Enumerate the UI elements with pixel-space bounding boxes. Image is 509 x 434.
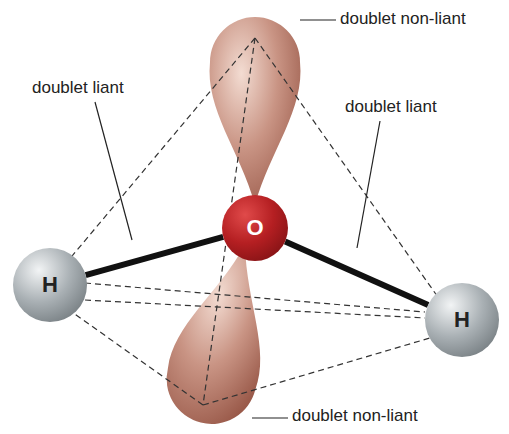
lone-pair-label: doublet non-liant (290, 406, 420, 426)
leader-lines (95, 20, 380, 418)
atom-symbol: H (42, 272, 58, 298)
lone-pair-lobe (157, 234, 290, 434)
lone-pair-label: doublet non-liant (338, 9, 468, 29)
covalent-bond (285, 241, 428, 305)
hydrogen-atom: H (13, 248, 87, 322)
covalent-bond (86, 237, 224, 275)
bonding-pair-label: doublet liant (30, 78, 126, 98)
lone-pair-lobe (210, 17, 301, 205)
bonding-pair-label: doublet liant (343, 97, 439, 117)
atom-symbol: H (454, 307, 470, 333)
hydrogen-atom: H (425, 283, 499, 357)
oxygen-atom: O (222, 195, 288, 261)
atom-symbol: O (246, 215, 263, 241)
